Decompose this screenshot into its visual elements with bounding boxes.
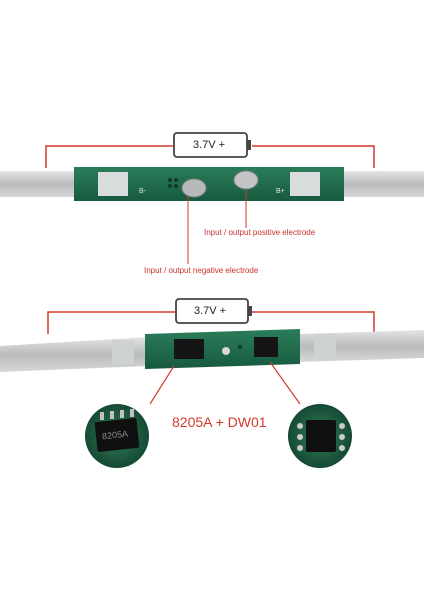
pcb-mark-positive: B+: [276, 188, 285, 195]
battery-voltage-top: 3.7V +: [193, 139, 226, 151]
top-bracket: [45, 145, 173, 168]
negative-electrode-label: Input / output negative electrode: [144, 266, 259, 275]
solder-positive: [233, 170, 259, 190]
pcb-mark-negative: B-: [139, 188, 146, 195]
bottom-panel: [0, 298, 424, 468]
top-panel: [0, 132, 424, 264]
positive-electrode-label: Input / output positive electrode: [204, 228, 316, 237]
solder-negative: [181, 178, 207, 198]
battery-voltage-bottom: 3.7V +: [194, 305, 227, 317]
nickel-strip-right: [342, 171, 424, 197]
protection-chip: [254, 337, 278, 357]
nickel-strip-bottom-left: [0, 337, 148, 372]
chip-annotation: 8205A + DW01: [172, 414, 267, 430]
nickel-strip-left: [0, 171, 76, 197]
mosfet-chip: [174, 339, 204, 359]
